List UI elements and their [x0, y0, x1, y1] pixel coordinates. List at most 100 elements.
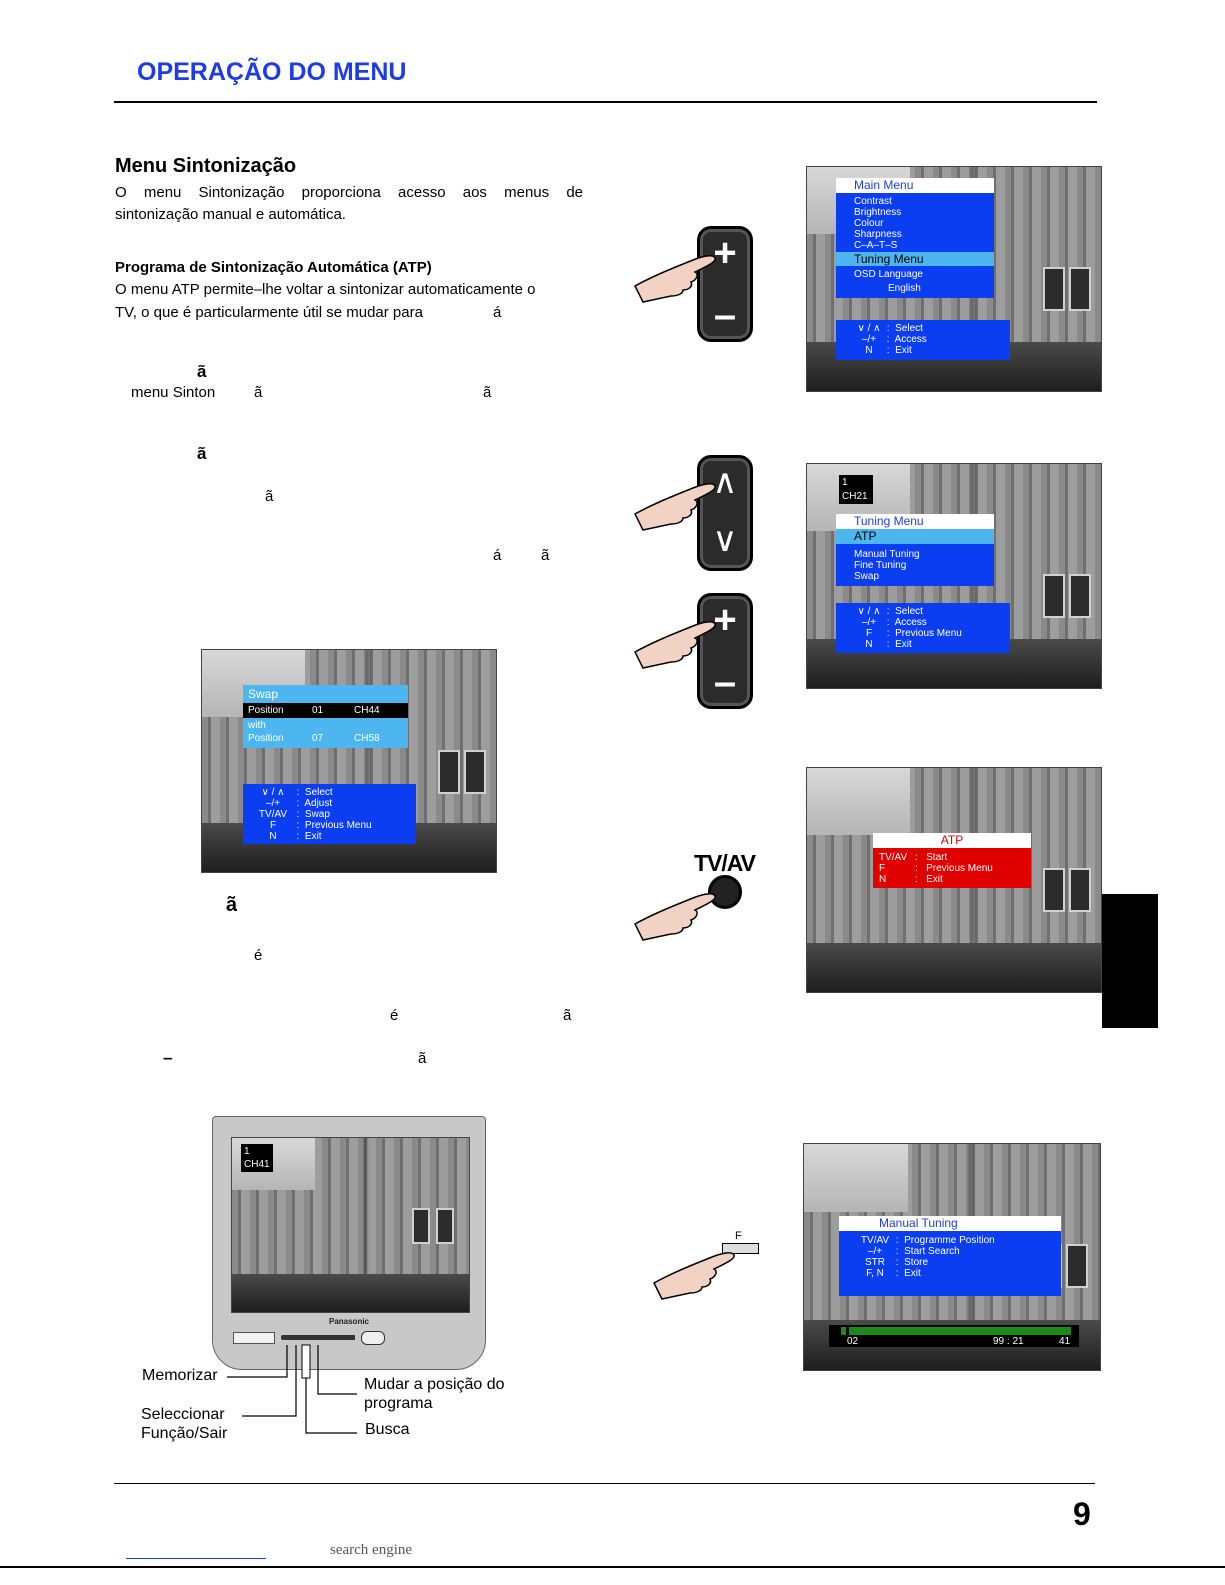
- search-progress-panel: 02 99 : 21 41: [829, 1325, 1079, 1347]
- tv-position-number: 1: [244, 1146, 250, 1157]
- text-fragment: é: [254, 947, 263, 964]
- text-fragment: ã: [197, 362, 207, 381]
- swap-row-number: 07: [312, 733, 324, 744]
- menu-item[interactable]: Sharpness: [854, 229, 902, 240]
- pointing-hand-icon: [634, 483, 716, 531]
- language-value: English: [888, 283, 921, 294]
- help-key: –/+: [867, 1246, 883, 1257]
- help-action: Exit: [904, 1268, 921, 1279]
- tv-power-panel[interactable]: [233, 1332, 275, 1344]
- callout-mudar-line2: programa: [364, 1395, 433, 1412]
- help-key: F: [865, 628, 873, 639]
- callout-mudar-line1: Mudar a posição do: [364, 1376, 505, 1393]
- help-key: –/+: [861, 617, 877, 628]
- help-key: ∨ / ∧: [857, 323, 881, 334]
- text-fragment: menu Sinton: [131, 384, 216, 401]
- position-number: 1: [842, 477, 848, 488]
- footer-text: search engine: [330, 1542, 413, 1558]
- bottom-rule: [0, 1566, 1225, 1568]
- page-header-title: OPERAÇÃO DO MENU: [137, 58, 407, 86]
- help-key: F: [269, 820, 277, 831]
- swap-row-2[interactable]: Position 07 CH58: [243, 731, 408, 748]
- footer-link-underline[interactable]: [126, 1558, 266, 1559]
- main-menu-help: ∨ / ∧ : Select –/+ : Access N : Exit: [836, 320, 1010, 360]
- swap-title: Swap: [243, 685, 408, 703]
- help-action: Adjust: [304, 798, 333, 809]
- menu-item[interactable]: Colour: [854, 218, 884, 229]
- help-key: N: [865, 639, 873, 650]
- section-title: Menu Sintonização: [115, 155, 297, 177]
- help-action: Exit: [304, 831, 322, 842]
- help-action: Previous Menu: [895, 628, 962, 639]
- text-fragment: á: [493, 547, 502, 564]
- search-start-label: 02: [847, 1336, 859, 1347]
- swap-row-channel: CH44: [354, 705, 380, 716]
- menu-item[interactable]: Brightness: [854, 207, 902, 218]
- menu-item[interactable]: Contrast: [854, 196, 892, 207]
- tv-channel-label: CH41: [244, 1159, 270, 1170]
- search-frequency-label: 99 : 21: [993, 1336, 1024, 1347]
- tvav-label: TV/AV: [694, 850, 756, 876]
- search-progress-bar: [841, 1326, 1071, 1336]
- section-intro-line1: O menu Sintonização proporciona acesso a…: [115, 184, 583, 201]
- up-arrow-icon: ∧: [712, 463, 738, 501]
- tvav-button[interactable]: [708, 875, 742, 909]
- help-action: Previous Menu: [926, 863, 993, 874]
- volume-plus-minus-button[interactable]: + –: [697, 226, 753, 342]
- menu-item[interactable]: OSD Language: [854, 269, 923, 280]
- text-fragment: ã: [418, 1050, 427, 1067]
- callout-seleccionar-line2: Função/Sair: [141, 1425, 228, 1442]
- manual-tuning-osd: Manual Tuning TV/AV : Programme Position…: [839, 1216, 1061, 1296]
- swap-row-channel: CH58: [354, 733, 380, 744]
- f-button-label: F: [735, 1230, 742, 1242]
- tv-set: 1 CH41 Panasonic: [212, 1116, 486, 1370]
- swap-row-label: Position: [248, 733, 284, 744]
- help-action: Select: [304, 787, 333, 798]
- up-down-select-button[interactable]: ∧ ∨: [697, 455, 753, 571]
- menu-item-selected[interactable]: Tuning Menu: [836, 252, 994, 266]
- tv-front-buttons[interactable]: [281, 1335, 353, 1340]
- section-intro-line2: sintonização manual e automática.: [115, 206, 346, 223]
- help-action: Programme Position: [904, 1235, 995, 1246]
- manual-tuning-title: Manual Tuning: [839, 1216, 1061, 1231]
- tv-front-buttons-right[interactable]: [333, 1335, 355, 1340]
- menu-item[interactable]: Swap: [854, 571, 880, 582]
- menu-item[interactable]: Fine Tuning: [854, 560, 907, 571]
- f-button[interactable]: [722, 1243, 759, 1254]
- help-action: Select: [895, 323, 923, 334]
- help-key: TV/AV: [860, 1235, 890, 1246]
- text-fragment: é: [390, 1007, 399, 1024]
- help-action: Previous Menu: [304, 820, 372, 831]
- search-progress-marker: [845, 1326, 849, 1336]
- tuning-menu-osd: Tuning Menu ATP Manual Tuning Fine Tunin…: [836, 514, 994, 586]
- atp-line2: TV, o que é particularmente útil se muda…: [115, 304, 423, 321]
- atp-line1: O menu ATP permite–lhe voltar a sintoniz…: [115, 281, 536, 298]
- help-action: Exit: [926, 874, 943, 885]
- menu-item[interactable]: C–A–T–S: [854, 240, 898, 251]
- menu-item-selected[interactable]: ATP: [836, 529, 994, 544]
- menu-item[interactable]: Manual Tuning: [854, 549, 920, 560]
- callout-seleccionar-line1: Seleccionar: [141, 1406, 225, 1423]
- channel-indicator: 1 CH21: [839, 475, 873, 504]
- help-action: Store: [904, 1257, 929, 1268]
- pointing-hand-icon: [634, 621, 716, 669]
- atp-line2-fragment: á: [493, 304, 502, 321]
- tv-channel-indicator: 1 CH41: [241, 1144, 273, 1172]
- pointing-hand-icon: [634, 893, 716, 941]
- help-key: TV/AV: [879, 852, 908, 863]
- help-action: Start Search: [904, 1246, 960, 1257]
- minus-icon: –: [713, 293, 737, 337]
- text-fragment: ã: [541, 547, 550, 564]
- atp-title: Programa de Sintonização Automática (ATP…: [115, 259, 432, 276]
- section-tab: [1102, 894, 1158, 1028]
- page-number: 9: [1073, 1496, 1091, 1532]
- volume-plus-minus-button[interactable]: + –: [697, 593, 753, 709]
- help-action: Exit: [895, 345, 912, 356]
- help-key: N: [879, 874, 887, 885]
- pointing-hand-icon: [634, 255, 716, 303]
- help-key: ∨ / ∧: [857, 606, 881, 617]
- help-key: –/+: [861, 334, 877, 345]
- swap-with: with: [243, 718, 408, 731]
